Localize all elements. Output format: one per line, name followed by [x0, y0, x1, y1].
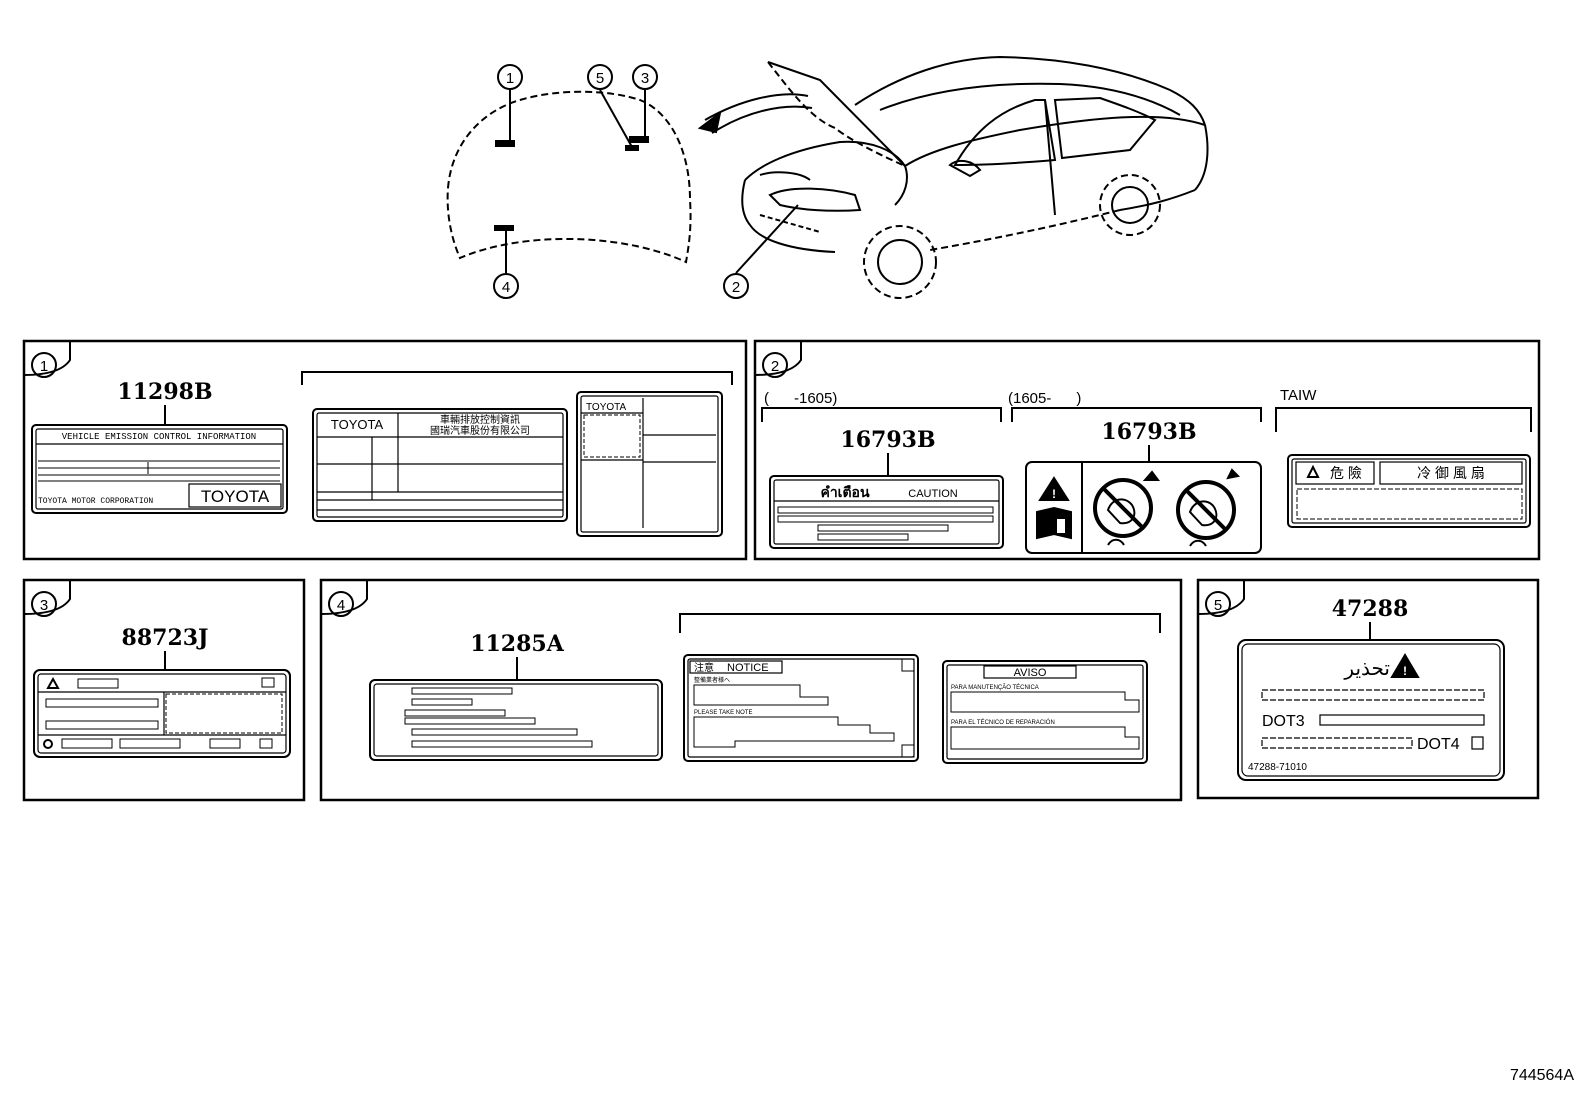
svg-text:TOYOTA: TOYOTA — [586, 402, 627, 413]
svg-text:47288-71010: 47288-71010 — [1248, 762, 1307, 773]
part-number-16793B-b: 16793B — [1101, 419, 1196, 445]
svg-text:คำเตือน: คำเตือน — [820, 484, 870, 500]
part-number-88723J: 88723J — [122, 625, 209, 651]
svg-text:5: 5 — [596, 70, 604, 87]
part-number-47288: 47288 — [1332, 596, 1409, 622]
cn-emission-label: TOYOTA 車輛排放控制資訊 國瑞汽車股份有限公司 — [312, 408, 568, 522]
ac-refrigerant-label — [33, 669, 291, 758]
panel-3: 3 88723J — [22, 578, 306, 802]
brake-fluid-label: ! تحذير DOT3 DOT4 47288-71010 — [1237, 639, 1505, 781]
svg-text:3: 3 — [641, 70, 649, 87]
svg-text:1: 1 — [506, 70, 514, 87]
svg-text:TOYOTA MOTOR CORPORATION: TOYOTA MOTOR CORPORATION — [38, 497, 153, 506]
callout-1-marker: 1 — [497, 64, 523, 90]
fan-warning-label: ! — [1025, 461, 1262, 554]
panel-2: 2 ( -1605) (1605- ) TAIW 16793B 16793B ค… — [753, 339, 1541, 561]
svg-text:PARA MANUTENÇÃO TÉCNICA: PARA MANUTENÇÃO TÉCNICA — [951, 684, 1039, 691]
svg-text:整備業者様へ: 整備業者様へ — [694, 676, 730, 684]
svg-text:AVISO: AVISO — [1014, 667, 1047, 679]
svg-text:DOT4: DOT4 — [1417, 736, 1460, 753]
diagram-reference-number: 744564A — [1509, 1067, 1574, 1084]
svg-text:تحذير: تحذير — [1343, 658, 1390, 680]
svg-text:國瑞汽車股份有限公司: 國瑞汽車股份有限公司 — [430, 424, 530, 437]
warning-triangle-icon: ! — [1390, 653, 1420, 678]
svg-text:2: 2 — [732, 279, 740, 296]
region-taiw: TAIW — [1280, 387, 1317, 404]
svg-text:PARA EL TÉCNICO DE REPARACIÓN: PARA EL TÉCNICO DE REPARACIÓN — [951, 719, 1055, 726]
panel-1: 1 11298B VEHICLE EMISSION CONTROL INFORM… — [22, 339, 748, 561]
notice-label: 注意 NOTICE 整備業者様へ PLEASE TAKE NOTE — [683, 654, 919, 762]
taiw-fan-label: 危 險 冷 御 風 扇 — [1287, 454, 1531, 528]
panel-3-index: 3 — [40, 597, 48, 614]
panel-5-index: 5 — [1214, 597, 1222, 614]
hood-drawing — [446, 89, 692, 273]
aviso-label: AVISO PARA MANUTENÇÃO TÉCNICA PARA EL TÉ… — [942, 660, 1148, 764]
svg-text:危 險: 危 險 — [1330, 465, 1362, 481]
callout-5-marker: 5 — [587, 64, 613, 90]
svg-text:NOTICE: NOTICE — [727, 662, 769, 674]
emission-control-label: VEHICLE EMISSION CONTROL INFORMATION TOY… — [31, 424, 288, 514]
caution-label: คำเตือน CAUTION — [769, 475, 1004, 549]
range-b: (1605- ) — [1008, 390, 1081, 407]
svg-text:注意: 注意 — [694, 661, 714, 674]
range-a: ( -1605) — [764, 390, 837, 407]
svg-text:冷 御 風 扇: 冷 御 風 扇 — [1417, 465, 1485, 481]
part-number-11285A: 11285A — [470, 631, 565, 657]
part-number-11298B: 11298B — [117, 379, 212, 405]
callout-4-marker: 4 — [493, 273, 519, 299]
hood-callouts: 1 5 3 4 — [493, 64, 658, 299]
svg-text:!: ! — [1052, 487, 1056, 501]
no-fan-contact-icon — [1176, 468, 1241, 547]
svg-text:TOYOTA: TOYOTA — [331, 417, 384, 432]
svg-text:PLEASE TAKE NOTE: PLEASE TAKE NOTE — [694, 710, 752, 716]
no-hand-fan-icon — [1093, 470, 1160, 546]
callout-3-marker: 3 — [632, 64, 658, 90]
panel-4-index: 4 — [337, 597, 345, 614]
callout-2-marker: 2 — [723, 273, 749, 299]
hood-open-arrow — [697, 93, 813, 134]
engine-info-label — [369, 679, 663, 761]
warning-triangle-icon: ! — [1038, 476, 1070, 501]
panel-5: 5 47288 ! تحذير DOT3 DOT4 47288-71010 — [1196, 578, 1540, 800]
panel-1-index: 1 — [40, 358, 48, 375]
svg-text:VEHICLE EMISSION CONTROL INFOR: VEHICLE EMISSION CONTROL INFORMATION — [62, 432, 256, 442]
svg-text:CAUTION: CAUTION — [908, 488, 958, 500]
svg-text:DOT3: DOT3 — [1262, 713, 1305, 730]
panel-2-index: 2 — [771, 358, 779, 375]
svg-text:!: ! — [1403, 664, 1407, 678]
panel-4: 4 11285A 注意 NOTICE 整備業者様へ PLEASE TAKE NO… — [319, 578, 1183, 802]
svg-text:車輛排放控制資訊: 車輛排放控制資訊 — [440, 413, 520, 426]
part-number-16793B-a: 16793B — [840, 427, 935, 453]
svg-text:4: 4 — [502, 279, 510, 296]
tw-emission-label: TOYOTA — [576, 391, 723, 537]
manual-book-icon — [1036, 506, 1072, 540]
car-drawing — [735, 55, 1209, 299]
svg-text:TOYOTA: TOYOTA — [201, 487, 270, 506]
